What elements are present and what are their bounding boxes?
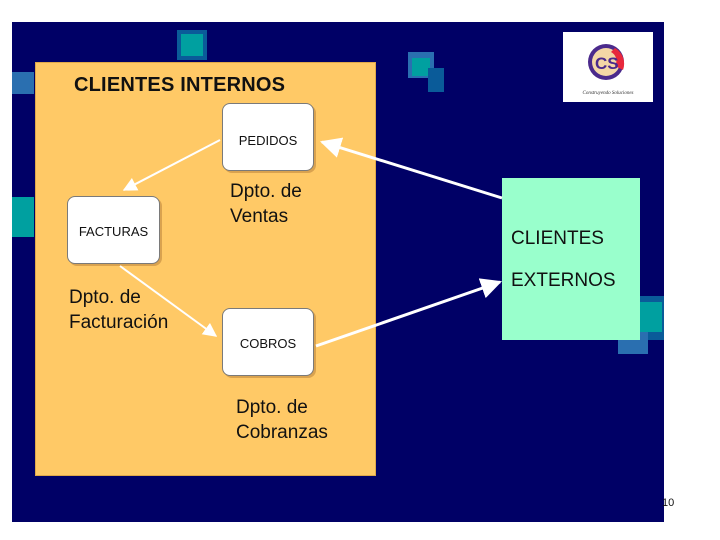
logo-mark-icon: CS	[588, 44, 625, 80]
dept-facturacion-label: Dpto. de Facturación	[69, 285, 168, 335]
decor-square	[12, 197, 34, 237]
arrow-external-to-pedidos	[319, 137, 503, 200]
logo-caption: Construyendo Soluciones	[582, 91, 634, 96]
external-clients-line2: EXTERNOS	[511, 270, 616, 291]
decor-square	[412, 58, 430, 76]
dept-cobranzas-line1: Dpto. de	[236, 397, 308, 418]
dept-ventas-line2: Ventas	[230, 206, 289, 227]
arrow-facturas-to-cobros	[119, 265, 218, 337]
dept-ventas-line1: Dpto. de	[230, 181, 302, 202]
dept-facturacion-line1: Dpto. de	[69, 287, 141, 308]
page-number: 10	[662, 497, 675, 509]
company-logo: CS Construyendo Soluciones	[563, 32, 653, 102]
logo-initials: CS	[595, 54, 619, 73]
internal-clients-panel	[35, 62, 376, 476]
decor-square	[12, 72, 34, 94]
facturas-node: FACTURAS	[67, 196, 160, 264]
decor-square	[181, 34, 203, 56]
diagram-title: CLIENTES INTERNOS	[74, 74, 286, 96]
decor-square	[640, 302, 662, 332]
dept-facturacion-line2: Facturación	[69, 312, 169, 333]
dept-ventas-label: Dpto. de Ventas	[230, 179, 302, 229]
cobros-label: COBROS	[239, 336, 297, 351]
pedidos-node: PEDIDOS	[222, 103, 314, 171]
arrow-pedidos-to-facturas	[122, 139, 221, 191]
arrow-cobros-to-external	[315, 278, 502, 348]
decor-square	[428, 68, 444, 92]
dept-cobranzas-label: Dpto. de Cobranzas	[236, 395, 328, 445]
dept-cobranzas-line2: Cobranzas	[236, 422, 328, 443]
external-clients-box	[502, 178, 640, 340]
external-clients-line1: CLIENTES	[511, 228, 604, 249]
facturas-label: FACTURAS	[78, 224, 149, 239]
pedidos-label: PEDIDOS	[238, 133, 298, 148]
cobros-node: COBROS	[222, 308, 314, 376]
